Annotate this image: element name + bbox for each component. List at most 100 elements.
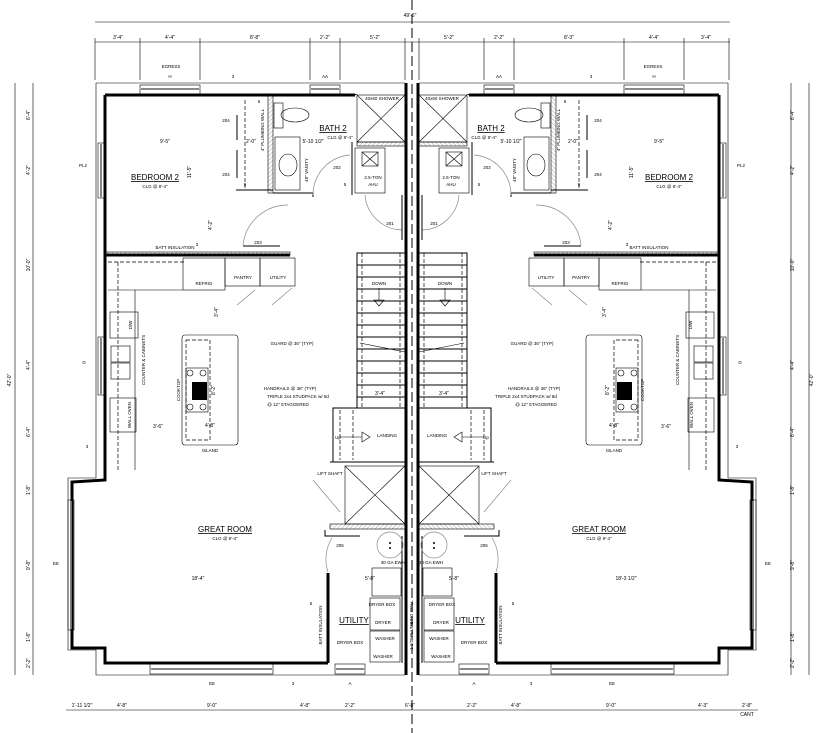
room-name-bath: BATH 2: [319, 124, 347, 133]
dim-side: 4'-2": [26, 165, 32, 175]
room-name-bath: BATH 2: [477, 124, 505, 133]
hall-dim: 4'-2": [608, 220, 614, 230]
dimension-lines: [14, 21, 810, 711]
window-tag-h: H: [652, 74, 655, 79]
water-heater-label: 30 GA EWH: [419, 560, 443, 565]
window-tag-a: A: [472, 681, 475, 686]
washer-label: WASHER: [431, 654, 451, 659]
overall-depth-right: 42'-0": [809, 373, 815, 386]
room-name-great-room: GREAT ROOM: [198, 525, 252, 534]
dim-top: 3'-4": [701, 35, 711, 41]
dim-side: 6'-4": [790, 427, 796, 437]
wall-oven-label: WALL OVEN: [689, 402, 694, 428]
refrig-clear-dim: 3'-4": [214, 307, 220, 317]
cooktop-label: COOKTOP: [640, 379, 645, 401]
dim-side: 9'-8": [790, 560, 796, 570]
door-tag: 204: [222, 172, 230, 177]
overall-width: 49'-6": [404, 13, 417, 19]
lift-shaft-label: LIFT SHAFT: [317, 471, 342, 476]
aisle-dim: 3'-6": [661, 424, 671, 430]
window-tag-pl2: PL2: [79, 163, 88, 168]
window-tag-ee: EE: [765, 561, 771, 566]
dim-side: 1'-8": [26, 485, 32, 495]
wall-tag-3: 3: [590, 74, 593, 79]
dim-top: 2'-2": [494, 35, 504, 41]
wall-tag-3: 3: [232, 74, 235, 79]
wall-tag-3: 3: [292, 681, 295, 686]
dryer-box-label: DRYER BOX: [429, 602, 455, 607]
wall-oven-label: WALL OVEN: [127, 402, 132, 428]
shower-label: 40x60 SHOWER: [365, 96, 400, 101]
dim-top: 8'-8": [250, 35, 260, 41]
window-tag-pl2: PL2: [737, 163, 746, 168]
studpack-note: TRIPLE 2x4 STUDPACK w/ 8d: [267, 394, 329, 399]
dim-side: 2'-2": [790, 658, 796, 668]
window-tag-aa: AA: [496, 74, 502, 79]
door-tag: 201: [430, 221, 438, 226]
hall-dim: 4'-2": [208, 220, 214, 230]
ahu-label: AHU: [446, 182, 456, 187]
wall-tag-3: 3: [736, 444, 739, 449]
bedroom-width: 9'-5": [654, 139, 664, 145]
utility-width: 5'-8": [365, 576, 375, 582]
room-name-bedroom: BEDROOM 2: [645, 173, 694, 182]
bedroom-depth: 11'-5": [629, 166, 635, 179]
great-room-width: 18'-3 1/2": [615, 576, 636, 582]
counter-label: COUNTER & CABINETS: [675, 335, 680, 385]
guard-note: GUARD @ 36" (TYP): [511, 341, 554, 346]
island-width-dim: 4'-8": [609, 423, 619, 429]
lift-shaft-label: LIFT SHAFT: [481, 471, 506, 476]
window-tag-a: A: [348, 681, 351, 686]
utility-closet-label: UTILITY: [538, 275, 555, 280]
ahu-label: 2.5-TON: [364, 175, 381, 180]
dim-side: 2'-2": [26, 658, 32, 668]
refrig-label: REFRIG: [611, 281, 629, 286]
dim-side: 4'-4": [790, 360, 796, 370]
dishwasher-label: D/W: [128, 320, 133, 330]
ahu-label: 2.5-TON: [442, 175, 459, 180]
wall-tag-3: 3: [196, 242, 199, 247]
dryer-label: DRYER: [375, 620, 391, 625]
landing-label: LANDING: [377, 433, 398, 438]
dim-bottom: 1'-11 1/2": [72, 703, 93, 709]
wall-tag-5: 5: [512, 601, 515, 606]
dim-bottom: 4'-8": [300, 703, 310, 709]
utility-width: 5'-8": [449, 576, 459, 582]
dim-bottom: 4'-3": [698, 703, 708, 709]
door-tag: 201: [386, 221, 394, 226]
door-tag: 204: [222, 118, 230, 123]
island-length-dim: 8'-2": [211, 385, 217, 395]
bedroom-ceiling: CLG @ 8'-4": [142, 184, 168, 189]
dim-bottom: 6'-8": [405, 703, 415, 709]
dim-top: 2'-2": [320, 35, 330, 41]
closet-depth: 2'-0": [568, 139, 578, 145]
studpack-note: @ 12" STAGGERED: [267, 402, 309, 407]
room-name-utility: UTILITY: [455, 616, 485, 625]
window-tag-ee: EE: [209, 681, 215, 686]
washer-label: WASHER: [375, 636, 395, 641]
refrig-label: REFRIG: [195, 281, 213, 286]
dim-top: 4'-4": [649, 35, 659, 41]
dim-top: 8'-3": [564, 35, 574, 41]
dim-bottom: 2'-2": [345, 703, 355, 709]
island-label: ISLAND: [606, 448, 623, 453]
shower-label: 40x60 SHOWER: [425, 96, 460, 101]
bedroom-depth: 11'-5": [187, 166, 193, 179]
refrig-clear-dim: 3'-4": [602, 307, 608, 317]
stair-up-label: Up: [483, 435, 489, 440]
window-tag-g: G: [738, 360, 742, 365]
center-wall-note: 1 1/2" PLUMBING WALL: [409, 600, 414, 650]
pantry-label: PANTRY: [234, 275, 252, 280]
dim-side: 4'-2": [790, 165, 796, 175]
dim-bottom: 4'-8": [117, 703, 127, 709]
window-tag-aa: AA: [322, 74, 328, 79]
wall-tag-5: 5: [344, 182, 347, 187]
vanity-label: 48" VANITY: [512, 158, 517, 182]
vanity-label: 48" VANITY: [304, 158, 309, 182]
egress-label: EGRESS: [644, 64, 663, 69]
wall-tag-5: 5: [564, 99, 567, 104]
batt-insulation: BATT INSULATION: [498, 605, 503, 644]
dim-side: 6'-4": [790, 110, 796, 120]
wall-tag-3: 3: [626, 242, 629, 247]
unit-b-plan: [416, 81, 758, 677]
